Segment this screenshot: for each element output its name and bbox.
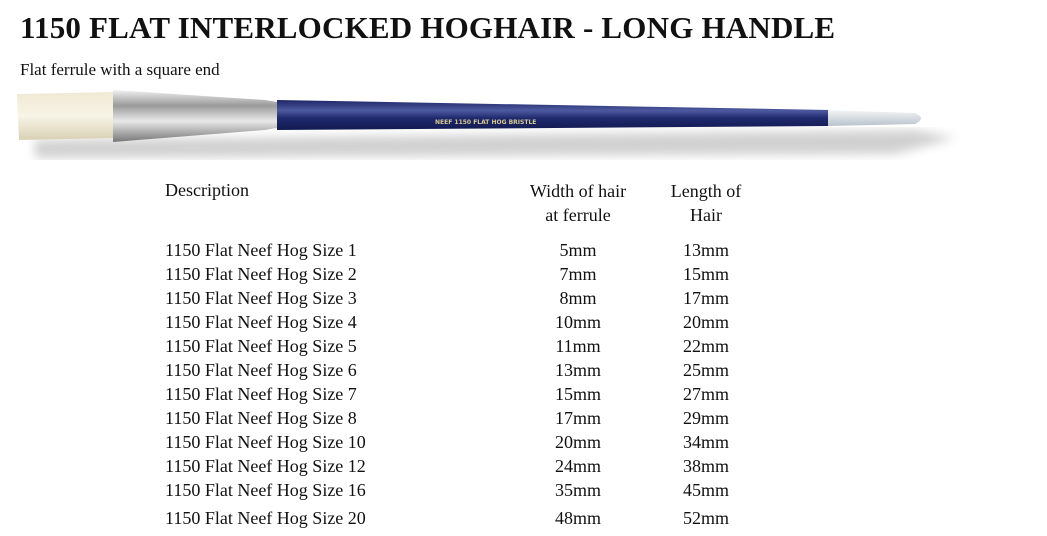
table-cell-length: 25mm <box>682 360 729 380</box>
table-cell-description: 1150 Flat Neef Hog Size 4 <box>165 312 357 332</box>
table-cell-length: 27mm <box>682 384 729 404</box>
header-length-line1: Length of <box>670 181 742 201</box>
table-cell-description: 1150 Flat Neef Hog Size 3 <box>165 288 357 308</box>
table-cell-description: 1150 Flat Neef Hog Size 2 <box>165 264 357 284</box>
table-cell-description: 1150 Flat Neef Hog Size 1 <box>165 240 357 260</box>
table-cell-description: 1150 Flat Neef Hog Size 10 <box>165 432 366 452</box>
table-cell-length: 15mm <box>682 264 729 284</box>
table-cell-length: 29mm <box>682 408 729 428</box>
table-cell-length: 13mm <box>682 240 729 260</box>
brush-image: NEEF 1150 FLAT HOG BRISTLE <box>17 90 955 158</box>
table-cell-description: 1150 Flat Neef Hog Size 20 <box>165 508 366 528</box>
table-cell-description: 1150 Flat Neef Hog Size 7 <box>165 384 357 404</box>
table-cell-width: 15mm <box>554 384 601 404</box>
table-cell-description: 1150 Flat Neef Hog Size 6 <box>165 360 357 380</box>
page-subtitle: Flat ferrule with a square end <box>20 60 220 79</box>
table-cell-description: 1150 Flat Neef Hog Size 12 <box>165 456 366 476</box>
table-cell-length: 45mm <box>682 480 729 500</box>
table-cell-width: 7mm <box>559 264 597 284</box>
table-cell-width: 48mm <box>554 508 601 528</box>
table-cell-description: 1150 Flat Neef Hog Size 5 <box>165 336 357 356</box>
table-cell-description: 1150 Flat Neef Hog Size 16 <box>165 480 366 500</box>
table-cell-length: 17mm <box>682 288 729 308</box>
table-cell-length: 34mm <box>682 432 729 452</box>
table-cell-width: 10mm <box>554 312 601 332</box>
header-description: Description <box>165 180 249 200</box>
table-cell-width: 17mm <box>554 408 601 428</box>
table-cell-length: 22mm <box>682 336 729 356</box>
table-cell-width: 35mm <box>554 480 601 500</box>
table-cell-length: 52mm <box>682 508 729 528</box>
header-width-line1: Width of hair <box>529 181 627 201</box>
table-cell-width: 13mm <box>554 360 601 380</box>
header-length-line2: Hair <box>690 205 722 225</box>
table-cell-width: 20mm <box>554 432 601 452</box>
header-width-line2: at ferrule <box>545 205 611 225</box>
table-cell-width: 5mm <box>559 240 597 260</box>
table-cell-description: 1150 Flat Neef Hog Size 8 <box>165 408 357 428</box>
table-cell-width: 24mm <box>554 456 601 476</box>
brush-handle-text: NEEF 1150 FLAT HOG BRISTLE <box>435 119 536 126</box>
table-cell-length: 38mm <box>682 456 729 476</box>
table-cell-width: 11mm <box>555 336 601 356</box>
table-cell-width: 8mm <box>559 288 597 308</box>
table-cell-length: 20mm <box>682 312 729 332</box>
page-title: 1150 FLAT INTERLOCKED HOGHAIR - LONG HAN… <box>20 10 836 45</box>
